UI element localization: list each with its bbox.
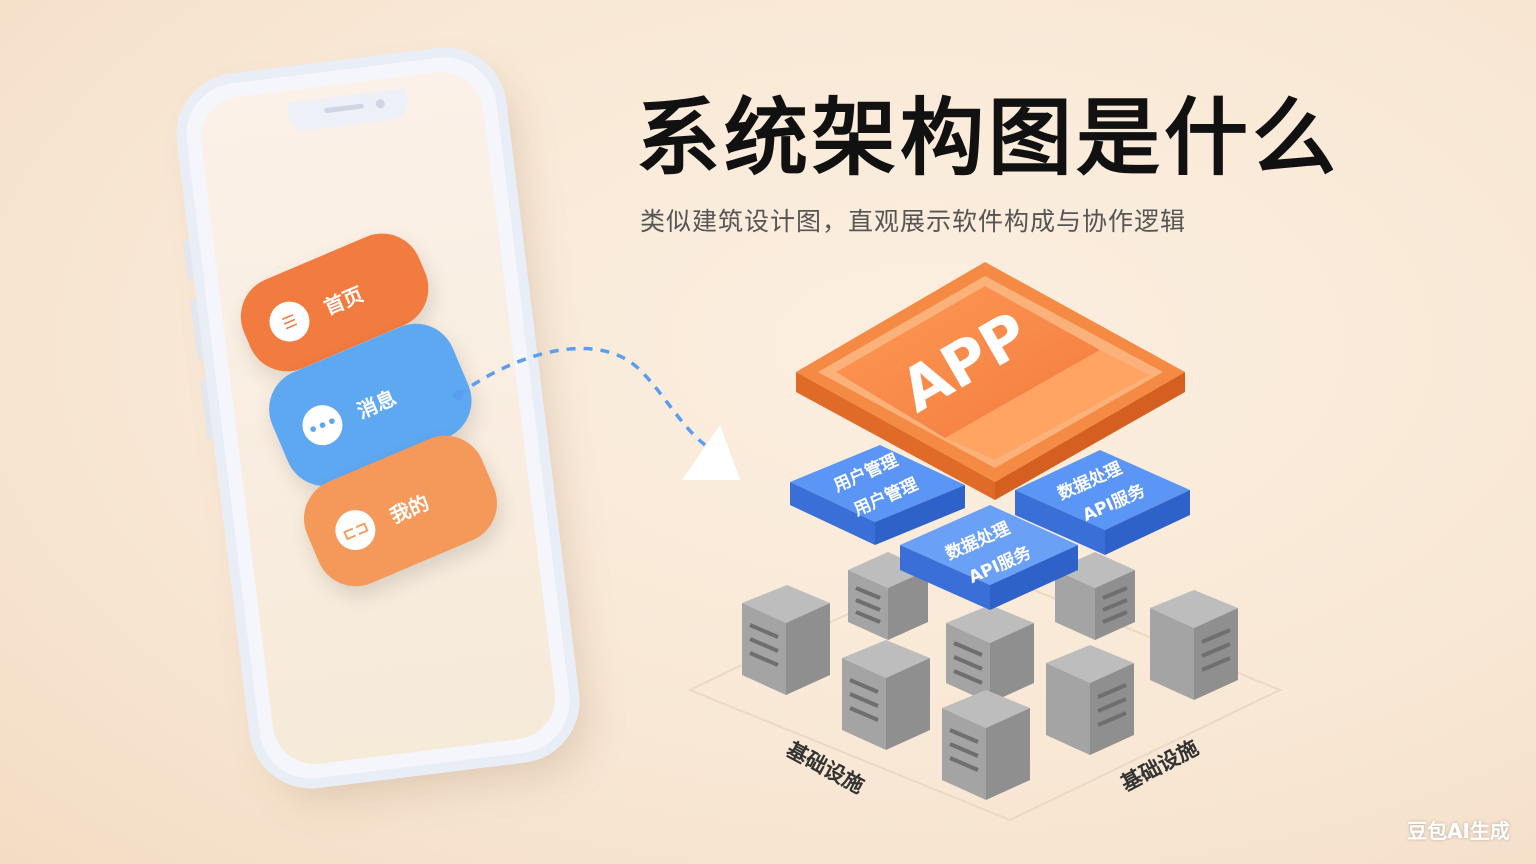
server-group xyxy=(742,552,1238,800)
server-icon xyxy=(842,640,930,750)
connector-arrow-head xyxy=(682,425,740,480)
watermark: 豆包AI生成 xyxy=(1407,819,1510,843)
server-icon xyxy=(942,690,1030,800)
page-subtitle: 类似建筑设计图，直观展示软件构成与协作逻辑 xyxy=(640,207,1187,236)
server-icon xyxy=(742,585,830,695)
connector-arrow-start xyxy=(453,390,463,400)
module-block-2: 数据处理 API服务 xyxy=(1015,450,1190,555)
connector-arrow-line xyxy=(456,346,707,447)
app-block: APP xyxy=(796,262,1185,500)
server-icon xyxy=(1150,590,1238,700)
server-icon xyxy=(946,605,1034,703)
infra-label-right: 基础设施 xyxy=(1117,736,1202,797)
page-title: 系统架构图是什么 xyxy=(636,89,1341,187)
module-block-3: 数据处理 API服务 xyxy=(900,505,1078,610)
infra-label-left: 基础设施 xyxy=(783,738,868,799)
server-icon xyxy=(1046,645,1134,755)
module-block-1: 用户管理 用户管理 xyxy=(790,445,965,545)
